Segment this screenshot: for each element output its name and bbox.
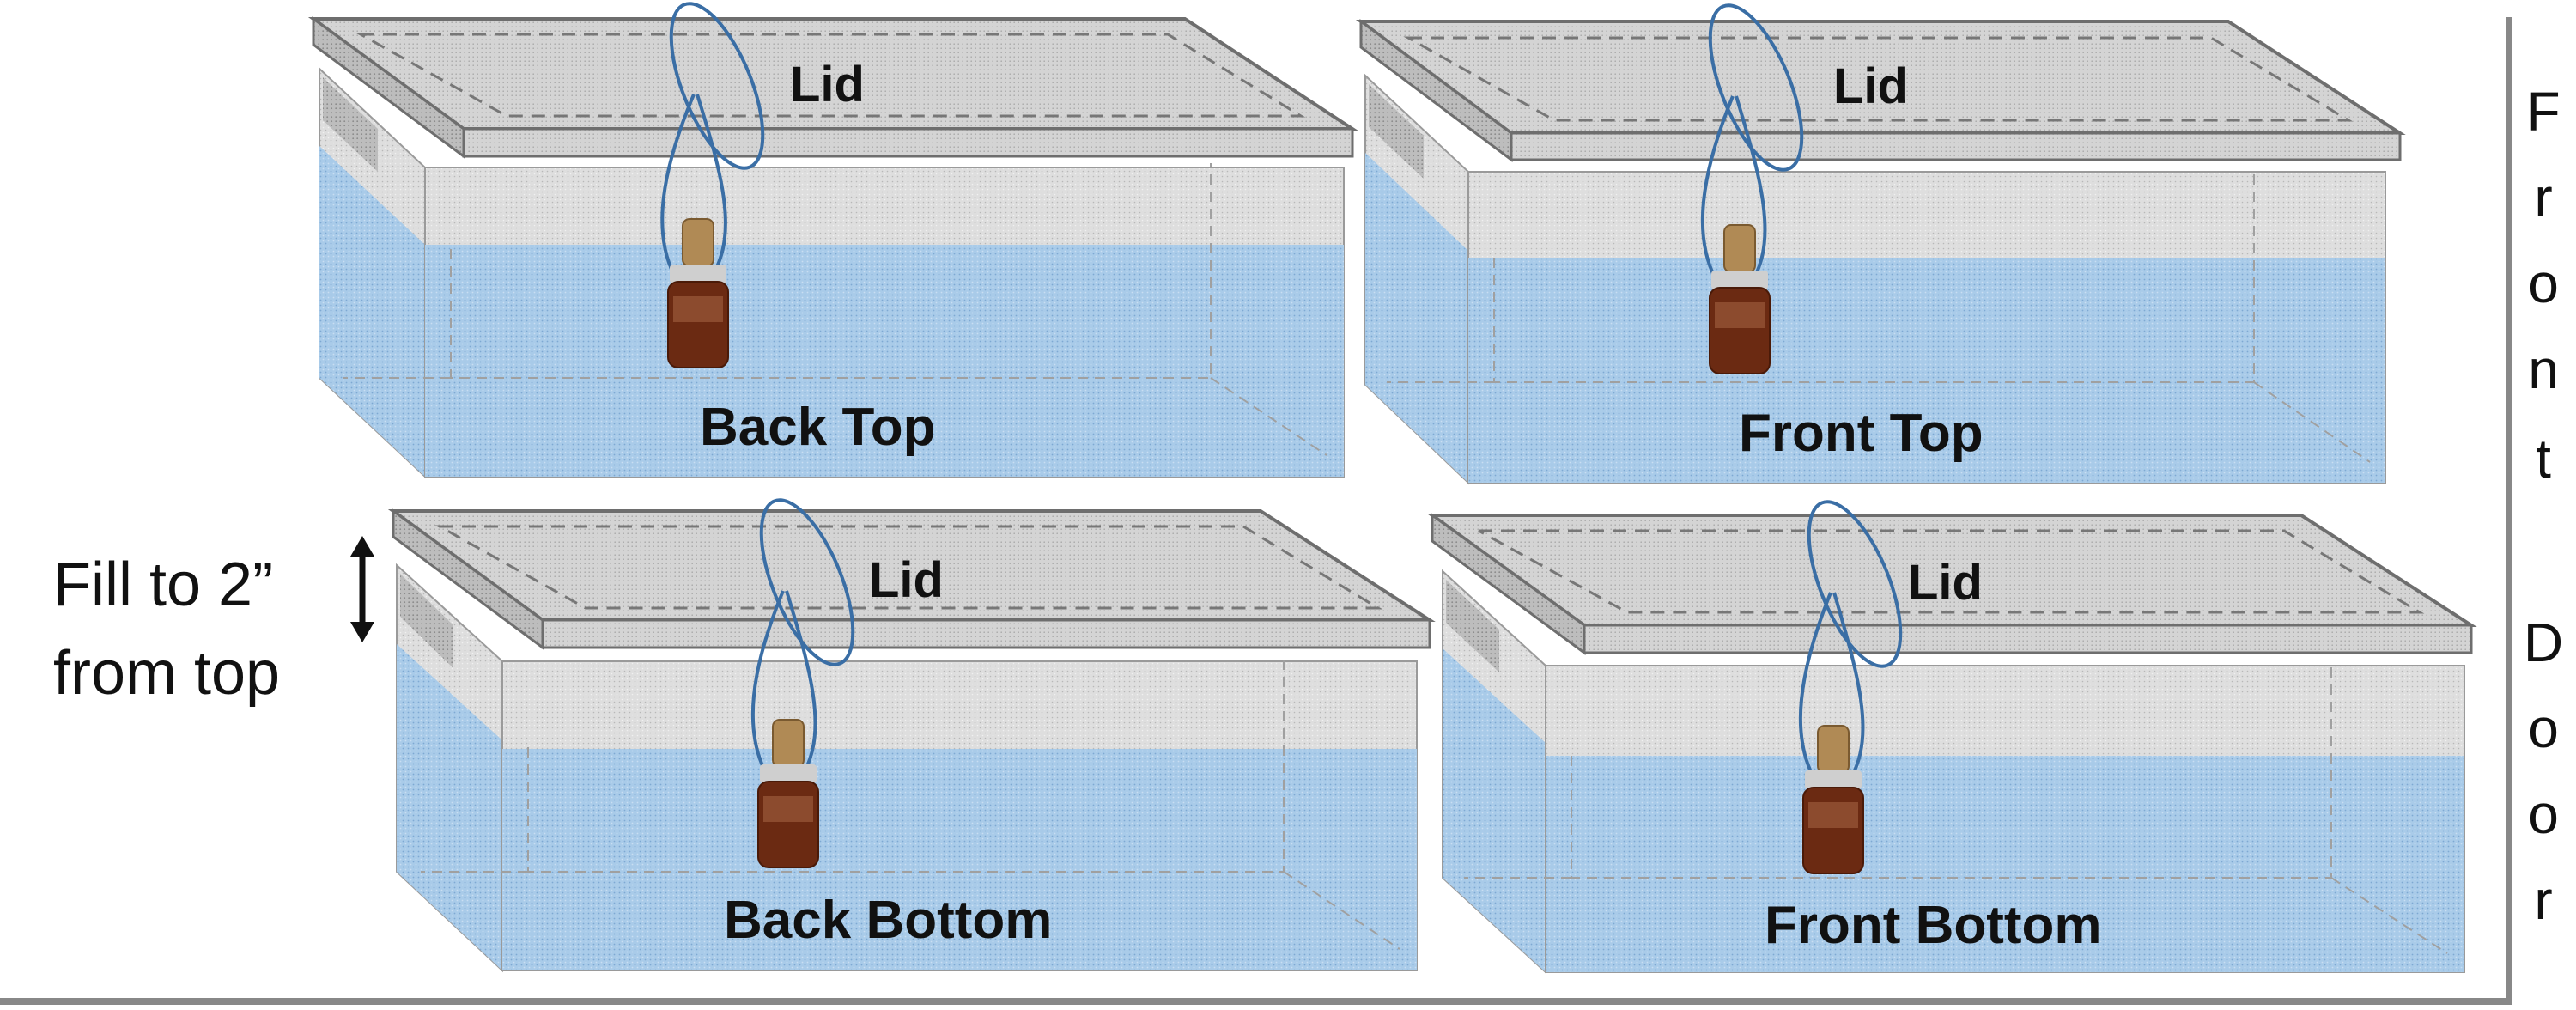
tank-label: Front Top <box>1739 404 1984 463</box>
lid-dashed-inset <box>434 525 1383 610</box>
bottle <box>1802 725 1864 874</box>
tank-hidden-edge <box>1283 871 1400 950</box>
lid-front-edge <box>1583 624 2473 654</box>
tank-label: Back Top <box>700 398 935 457</box>
lid-front-edge <box>541 618 1431 649</box>
tank-hidden-edges <box>1493 167 2255 383</box>
string-loop <box>1807 500 1903 668</box>
tank-side-shadow <box>1446 580 1499 672</box>
side-letter: F <box>2526 81 2560 143</box>
tank-side-water <box>319 146 425 477</box>
tank-side-shadow <box>400 574 453 668</box>
lid-label: Lid <box>790 57 865 113</box>
lid-dashed-inset <box>1403 36 2354 122</box>
tank-hidden-edge <box>2253 381 2371 463</box>
lid-front-edge <box>462 127 1354 158</box>
double-arrow-icon <box>350 536 374 642</box>
string-loop <box>669 2 765 170</box>
lid-label: Lid <box>1833 58 1908 114</box>
side-letter: D <box>2524 611 2563 673</box>
side-letter: t <box>2536 428 2551 490</box>
side-letter: o <box>2528 252 2559 314</box>
tank-side-shadow <box>323 77 378 172</box>
tank-hidden-edge <box>2330 877 2448 954</box>
lid-dashed-inset <box>355 33 1306 118</box>
tank-label: Back Bottom <box>724 891 1052 950</box>
side-letter: o <box>2528 783 2559 845</box>
tank-hidden-edge <box>1210 377 1327 456</box>
tank-hidden-edges <box>450 163 1212 379</box>
bottle <box>667 218 729 368</box>
string-line <box>660 94 727 277</box>
side-letter: r <box>2534 167 2552 228</box>
tank-water <box>1546 756 2464 972</box>
tank-water <box>502 749 1417 970</box>
tank-label: Front Bottom <box>1765 896 2102 955</box>
fill-note: Fill to 2” from top <box>53 536 374 708</box>
tank-back-top: Lid Back Top <box>307 2 1358 479</box>
tank-water <box>425 245 1344 477</box>
bottle <box>1709 224 1771 374</box>
tank-side-water <box>397 644 502 970</box>
string-line <box>750 590 817 774</box>
tank-front-top: Lid Front Top <box>1355 3 2406 485</box>
string-loop <box>1708 3 1804 172</box>
string-line <box>1700 95 1767 280</box>
tank-back-bottom: Lid Back Bottom <box>387 498 1436 973</box>
tank-hidden-edges <box>1571 661 2332 879</box>
string-loop <box>759 498 855 666</box>
string-line <box>1798 592 1865 778</box>
lid-label: Lid <box>1908 555 1983 611</box>
fill-note-line1: Fill to 2” <box>53 551 273 619</box>
side-label-front-door: F r o n t D o o r <box>2524 81 2563 931</box>
bottle <box>757 719 819 868</box>
lid-dashed-inset <box>1478 529 2425 614</box>
tank-front-bottom: Lid Front Bottom <box>1426 500 2477 975</box>
tank-side-water <box>1365 153 1468 483</box>
tank-side-shadow <box>1369 84 1424 179</box>
lid-label: Lid <box>869 552 944 608</box>
side-letter: o <box>2528 697 2559 759</box>
tank-hidden-edges <box>527 657 1285 873</box>
tank-side-water <box>1443 648 1546 972</box>
lid-front-edge <box>1510 131 2402 161</box>
fill-note-line2: from top <box>53 639 280 708</box>
tank-water <box>1468 258 2385 483</box>
side-letter: r <box>2534 869 2552 931</box>
side-letter: n <box>2528 338 2559 400</box>
